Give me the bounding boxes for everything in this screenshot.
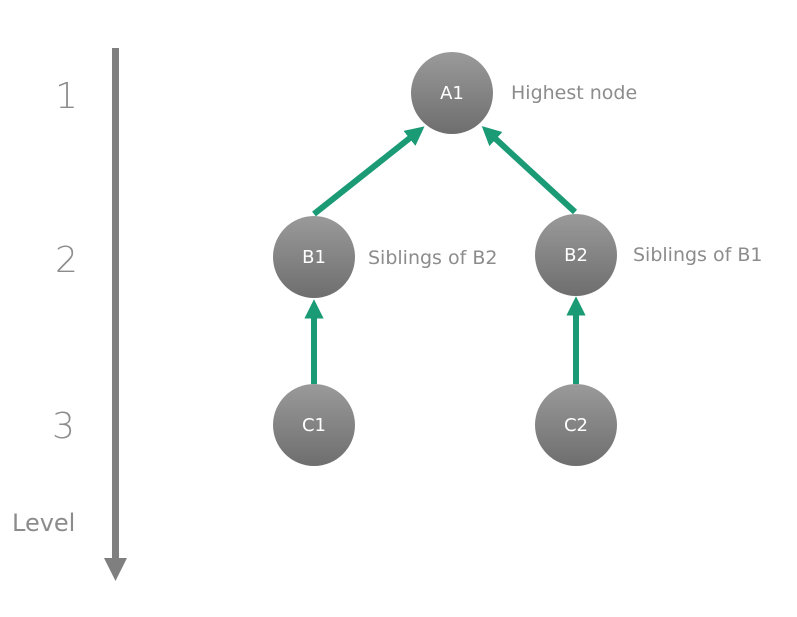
node-c1[interactable]: C1: [273, 384, 355, 466]
node-a1-circle: [411, 52, 493, 134]
node-c1-label: C1: [302, 415, 326, 436]
edges-layer: [304, 126, 586, 384]
level-axis-label: Level: [12, 509, 75, 537]
edge-b1-to-a1: [312, 126, 425, 217]
level-number-2: 2: [55, 240, 78, 281]
level-number-3: 3: [52, 406, 75, 447]
node-c2-label: C2: [564, 415, 588, 436]
node-b2[interactable]: B2: [535, 214, 617, 296]
node-b2-circle: [535, 214, 617, 296]
node-b1-circle: [273, 216, 355, 298]
node-b2-annotation: Siblings of B1: [633, 244, 762, 266]
edge-b2-to-a1: [481, 126, 578, 215]
node-c2[interactable]: C2: [535, 384, 617, 466]
node-c2-circle: [535, 384, 617, 466]
node-b1-annotation: Siblings of B2: [368, 247, 497, 269]
level-number-1: 1: [55, 76, 78, 117]
node-a1-annotation: Highest node: [511, 82, 637, 104]
node-a1[interactable]: A1: [411, 52, 493, 134]
node-b1-label: B1: [302, 247, 326, 268]
node-b2-label: B2: [564, 245, 588, 266]
level-axis: [104, 48, 127, 581]
node-b1[interactable]: B1: [273, 216, 355, 298]
level-axis-line: [112, 48, 119, 560]
level-axis-arrowhead: [104, 558, 127, 581]
node-c1-circle: [273, 384, 355, 466]
node-a1-label: A1: [440, 83, 464, 104]
